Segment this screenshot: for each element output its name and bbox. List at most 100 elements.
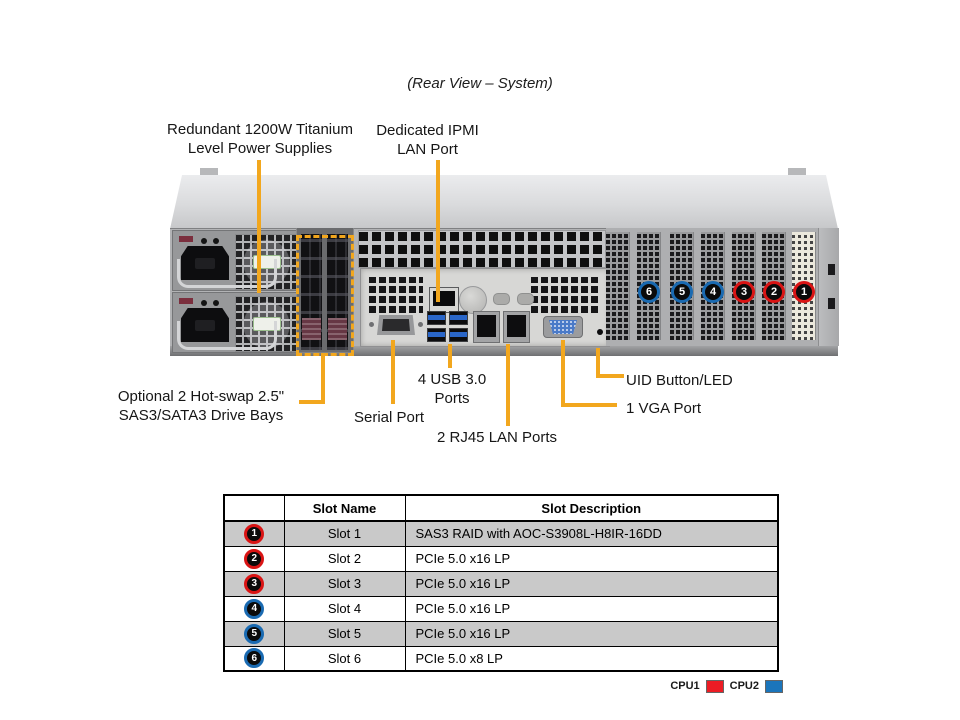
table-row: 1 Slot 1 SAS3 RAID with AOC-S3908L-H8IR-… bbox=[223, 520, 779, 547]
cpu-legend: CPU1 CPU2 bbox=[648, 678, 783, 694]
ac-inlet bbox=[181, 308, 229, 342]
lan-port-2 bbox=[503, 311, 530, 343]
slot-desc-cell: SAS3 RAID with AOC-S3908L-H8IR-16DD bbox=[404, 520, 779, 547]
header-badge-col bbox=[223, 494, 285, 522]
slot-name-cell: Slot 6 bbox=[283, 645, 406, 672]
serial-screw-left bbox=[369, 322, 374, 327]
table-badge-5: 5 bbox=[244, 623, 265, 644]
drive-latch bbox=[302, 318, 321, 340]
slot-desc-cell: PCIe 5.0 x16 LP bbox=[404, 620, 779, 647]
right-wall-tab-1 bbox=[828, 264, 835, 275]
drives-callout-line-v bbox=[321, 353, 325, 404]
chassis-right-wall bbox=[818, 228, 839, 346]
psu-latch-indicator bbox=[179, 298, 193, 304]
slot-table-header-row: Slot Name Slot Description bbox=[223, 494, 779, 522]
chassis-slot-badge-3: 3 bbox=[733, 281, 755, 303]
ipmi-lan-port bbox=[429, 287, 459, 313]
slot-desc-cell: PCIe 5.0 x16 LP bbox=[404, 570, 779, 597]
io-vent-left bbox=[369, 277, 423, 313]
table-badge-1: 1 bbox=[244, 523, 265, 544]
usb-callout-line bbox=[448, 344, 452, 368]
psu-led bbox=[213, 238, 219, 244]
uid-callout-line-v bbox=[596, 348, 600, 378]
slot-name-cell: Slot 2 bbox=[283, 545, 406, 572]
chassis-slot-badge-2: 2 bbox=[763, 281, 785, 303]
ipmi-label: Dedicated IPMI LAN Port bbox=[350, 121, 505, 159]
cpu1-color-swatch bbox=[705, 679, 724, 693]
usb-label-line2: Ports bbox=[434, 390, 470, 407]
cpu2-color-swatch bbox=[765, 679, 783, 693]
header-slot-description: Slot Description bbox=[404, 494, 779, 522]
serial-callout-line bbox=[391, 340, 395, 404]
round-plug bbox=[459, 286, 487, 314]
page-title: (Rear View – System) bbox=[407, 75, 553, 92]
usb-port-3 bbox=[427, 328, 446, 342]
ac-inlet bbox=[181, 246, 229, 280]
usb-port-1 bbox=[427, 311, 446, 325]
usb-port-4 bbox=[449, 328, 468, 342]
cutout-hole-1 bbox=[493, 293, 510, 305]
right-wall-tab-2 bbox=[828, 298, 835, 309]
lan-port-1 bbox=[473, 311, 500, 343]
slot-desc-cell: PCIe 5.0 x8 LP bbox=[404, 645, 779, 672]
vga-port bbox=[543, 316, 583, 338]
table-badge-4: 4 bbox=[244, 598, 265, 619]
cpu2-legend-label: CPU2 bbox=[729, 680, 759, 692]
chassis-slot-badge-5: 5 bbox=[671, 281, 693, 303]
psu-label-line2: Level Power Supplies bbox=[187, 140, 333, 157]
power-supply-bottom bbox=[172, 292, 298, 353]
table-badge-2: 2 bbox=[244, 548, 265, 569]
serial-screw-right bbox=[418, 322, 423, 327]
psu-button bbox=[201, 300, 207, 306]
uid-callout-line-h bbox=[596, 374, 624, 378]
drives-callout-line-h bbox=[299, 400, 325, 404]
usb-label: 4 USB 3.0 Ports bbox=[408, 370, 496, 408]
drive-latch bbox=[328, 318, 347, 340]
slot-desc-cell: PCIe 5.0 x16 LP bbox=[404, 595, 779, 622]
slot-name-cell: Slot 1 bbox=[283, 520, 406, 547]
table-row: 2 Slot 2 PCIe 5.0 x16 LP bbox=[223, 545, 779, 572]
usb-port-2 bbox=[449, 311, 468, 325]
chassis-slot-badge-6: 6 bbox=[638, 281, 660, 303]
io-vent-right bbox=[531, 277, 601, 313]
usb-label-line1: 4 USB 3.0 bbox=[417, 371, 487, 388]
table-row: 5 Slot 5 PCIe 5.0 x16 LP bbox=[223, 620, 779, 647]
vga-callout-line-h bbox=[561, 403, 617, 407]
cutout-hole-2 bbox=[517, 293, 534, 305]
drive-tray-1 bbox=[301, 234, 322, 350]
uid-label: UID Button/LED bbox=[626, 372, 733, 389]
slot-desc-cell: PCIe 5.0 x16 LP bbox=[404, 545, 779, 572]
chassis-lid bbox=[170, 175, 838, 229]
chassis-vent-band bbox=[358, 230, 606, 268]
ipmi-label-line2: LAN Port bbox=[397, 141, 458, 158]
slot-name-cell: Slot 3 bbox=[283, 570, 406, 597]
table-row: 6 Slot 6 PCIe 5.0 x8 LP bbox=[223, 645, 779, 672]
slot-name-cell: Slot 4 bbox=[283, 595, 406, 622]
slot-name-cell: Slot 5 bbox=[283, 620, 406, 647]
drives-label-line2: SAS3/SATA3 Drive Bays bbox=[118, 407, 284, 424]
psu-button bbox=[201, 238, 207, 244]
table-row: 4 Slot 4 PCIe 5.0 x16 LP bbox=[223, 595, 779, 622]
ipmi-label-line1: Dedicated IPMI bbox=[376, 122, 479, 139]
chassis-tab-left bbox=[200, 168, 218, 179]
drive-bay-highlight-box bbox=[296, 235, 354, 356]
chassis-bottom-rail bbox=[170, 346, 838, 356]
serial-port bbox=[377, 315, 415, 335]
vga-callout-line-v bbox=[561, 340, 565, 407]
cpu1-legend-label: CPU1 bbox=[670, 680, 700, 692]
serial-label: Serial Port bbox=[354, 409, 425, 426]
drives-label: Optional 2 Hot-swap 2.5" SAS3/SATA3 Driv… bbox=[103, 387, 299, 425]
table-badge-3: 3 bbox=[244, 573, 265, 594]
chassis-slot-badge-4: 4 bbox=[702, 281, 724, 303]
table-row: 3 Slot 3 PCIe 5.0 x16 LP bbox=[223, 570, 779, 597]
table-badge-6: 6 bbox=[244, 648, 265, 669]
io-plate bbox=[360, 268, 610, 347]
psu-callout-line bbox=[257, 160, 261, 293]
chassis-tab-right bbox=[788, 168, 806, 179]
psu-handle bbox=[177, 259, 277, 288]
psu-label: Redundant 1200W Titanium Level Power Sup… bbox=[135, 120, 385, 158]
ipmi-callout-line bbox=[436, 160, 440, 302]
chassis-slot-badge-1: 1 bbox=[793, 281, 815, 303]
rj45-callout-line bbox=[506, 344, 510, 426]
